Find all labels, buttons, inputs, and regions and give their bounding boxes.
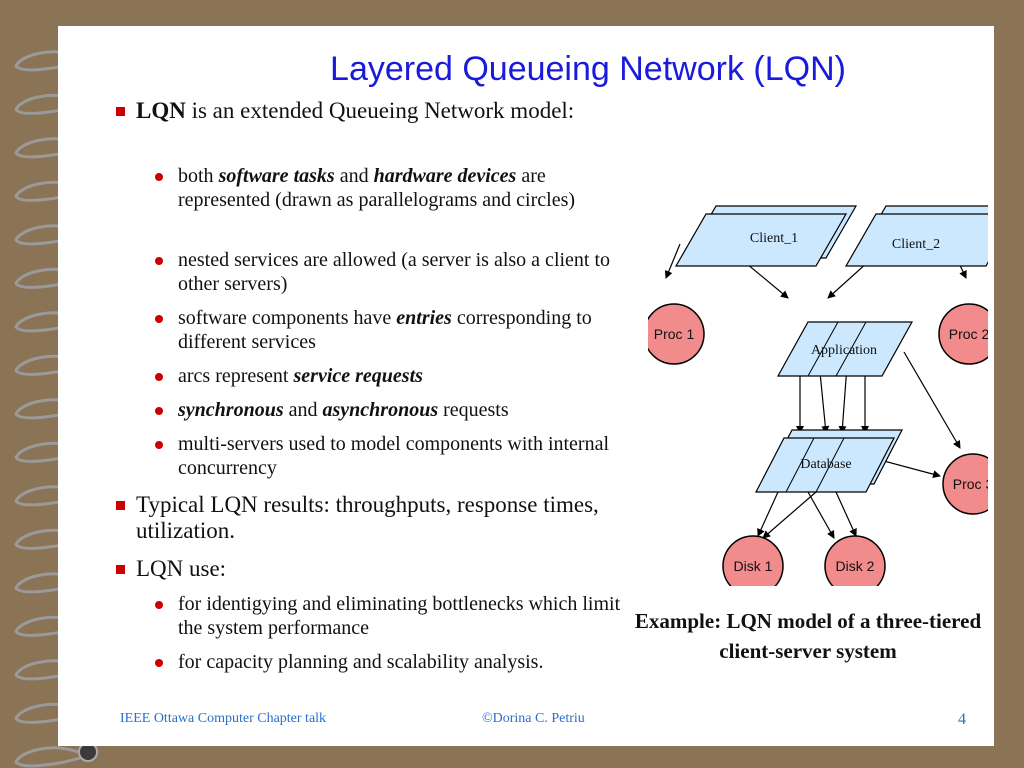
proc1-label: Proc 1 [654, 326, 695, 342]
arc-db-proc3 [879, 459, 941, 479]
application-task: Application [776, 321, 914, 377]
sub-bullet-bottlenecks: for identigying and eliminating bottlene… [155, 592, 628, 640]
footer-talk-title: IEEE Ottawa Computer Chapter talk [120, 711, 327, 726]
lqn-term: LQN [136, 98, 186, 123]
arc-client1-proc1 [664, 243, 681, 279]
bullet-dot [155, 315, 163, 323]
sub-bullet-multi-servers: multi-servers used to model components w… [155, 432, 628, 480]
bullet-marker [116, 107, 125, 116]
bullet-lqn: LQN is an extended Queueing Network mode… [116, 98, 616, 124]
bullet-dot [155, 601, 163, 609]
proc1-device: Proc 1 [648, 303, 705, 365]
arc-app-proc3 [903, 351, 961, 449]
sub-bullet-capacity: for capacity planning and scalability an… [155, 650, 628, 674]
arc-db-disk1-b [762, 491, 817, 539]
sub-bullet-nested-services: nested services are allowed (a server is… [155, 248, 628, 296]
page-number: 4 [958, 711, 966, 728]
proc3-device: Proc 3 [942, 453, 988, 515]
footer-author: ©Dorina C. Petriu [482, 711, 585, 726]
bullet-dot [155, 257, 163, 265]
client2-label: Client_2 [892, 237, 940, 252]
slide: Layered Queueing Network (LQN) LQN is an… [58, 26, 994, 746]
proc3-label: Proc 3 [953, 476, 988, 492]
bullet-marker [116, 501, 125, 510]
diagram-caption: Example: LQN model of a three-tiered cli… [634, 609, 982, 663]
disk1-device: Disk 1 [722, 535, 784, 586]
bullet-marker [116, 565, 125, 574]
sub-bullet-software-hardware: both software tasks and hardware devices… [155, 164, 628, 212]
disk1-label: Disk 1 [734, 558, 773, 574]
bullet-typical-results: Typical LQN results: throughputs, respon… [116, 492, 616, 544]
binding-ring [14, 742, 98, 768]
arc-db-disk2-b [835, 491, 857, 537]
proc2-label: Proc 2 [949, 326, 988, 342]
diagram-arcs [664, 243, 967, 539]
arc-db-disk2-a [807, 491, 835, 539]
database-label: Database [800, 457, 851, 472]
client2-task: Client_2 [844, 205, 988, 267]
slide-title: Layered Queueing Network (LQN) [330, 50, 846, 88]
bullet-lqn-use: LQN use: [116, 556, 616, 582]
sub-bullet-entries: software components have entries corresp… [155, 306, 628, 354]
lqn-diagram: Client_1 Client_2 Proc 1 Proc 2 Applicat… [648, 205, 988, 586]
database-task: Database [755, 429, 903, 493]
bullet-dot [155, 659, 163, 667]
bullet-dot [155, 373, 163, 381]
disk2-label: Disk 2 [836, 558, 875, 574]
disk2-device: Disk 2 [824, 535, 886, 586]
bullet-dot [155, 407, 163, 415]
application-label: Application [811, 343, 877, 358]
arc-db-disk1-a [757, 491, 779, 537]
client1-task: Client_1 [674, 205, 858, 267]
proc2-device: Proc 2 [938, 303, 988, 365]
sub-bullet-arcs: arcs represent service requests [155, 364, 628, 388]
sub-bullet-sync-async: synchronous and asynchronous requests [155, 398, 628, 422]
bullet-dot [155, 441, 163, 449]
bullet-dot [155, 173, 163, 181]
client1-label: Client_1 [750, 231, 798, 246]
